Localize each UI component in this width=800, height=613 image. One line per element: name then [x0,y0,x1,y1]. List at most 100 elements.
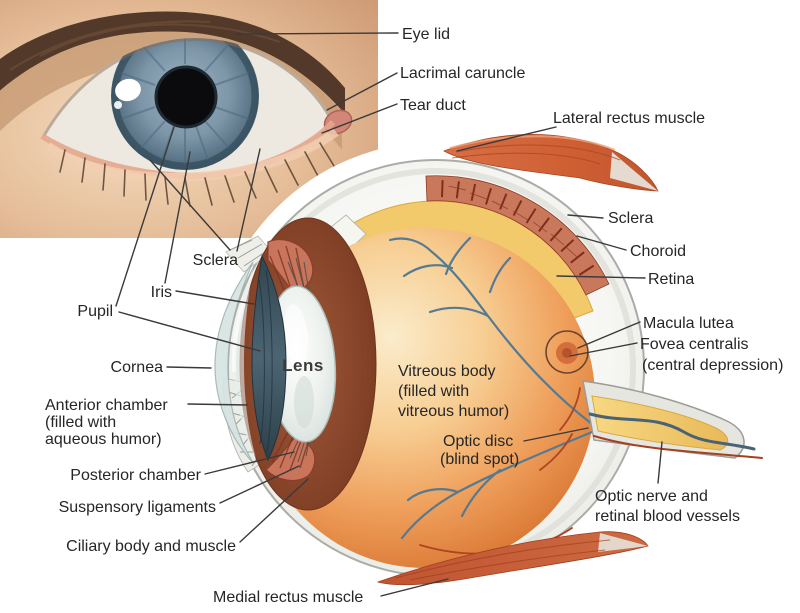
cornea-group [214,261,256,465]
vessel [388,237,434,254]
medial-rectus-fibers [394,539,611,581]
cornea-highlight [231,299,246,373]
label-vitreous-line3: vitreous humor) [398,403,509,420]
iris-section [251,254,287,462]
leader-ciliary-body [239,478,309,543]
medial-rectus-tendon [598,533,648,552]
label-iris: Iris [151,284,172,301]
ciliary-bottom-fibers [271,431,309,471]
suspensory-ligament-fibers [287,257,312,463]
vessel [488,256,512,294]
leader-suspensory-ligaments [219,465,300,504]
leader-tear-duct [321,103,398,134]
leader-sclera-right [567,214,604,219]
leader-cornea [166,366,212,369]
label-tear-duct: Tear duct [400,97,466,114]
leader-lacrimal-caruncle [326,72,398,111]
label-lens: Lens [282,356,324,375]
leader-iris-diagram [175,290,255,305]
vessel [428,306,490,318]
leader-lines [115,32,663,597]
label-pupil: Pupil [77,303,113,320]
photo-eyebrow-hairs [9,20,281,71]
vessel [400,430,594,540]
photo-iris-rim [111,38,259,170]
leader-fovea-centralis [569,342,638,357]
vessel [444,236,472,276]
leader-macula-lutea [577,321,641,349]
photo-pupil [154,65,218,129]
label-sclera-photo: Sclera [193,252,238,269]
label-cornea: Cornea [111,359,164,376]
lens-shade [294,376,314,428]
leader-choroid [576,235,627,251]
label-eye-lid: Eye lid [402,26,450,43]
leader-medial-rectus [380,578,449,597]
label-posterior-chamber: Posterior chamber [70,467,201,484]
retinal-vessels [388,236,594,540]
label-sclera-right: Sclera [608,210,653,227]
label-vitreous-line2: (filled with [398,383,469,400]
vessel [406,488,460,502]
vessel [460,468,502,518]
label-fovea-line1: Fovea centralis [640,336,749,353]
choroid-hatch-cross [448,185,579,259]
lateral-rectus-muscle [443,133,659,192]
label-optic-disc-line2: (blind spot) [440,451,519,468]
lateral-rectus-fibers [451,144,621,165]
choroid-band [425,175,610,296]
photo-iris-group [42,38,333,170]
vessel-red [539,433,573,471]
leader-pupil-diagram [118,311,261,352]
label-macula-lutea: Macula lutea [643,315,734,332]
photo-highlight [115,78,141,102]
label-lacrimal-caruncle: Lacrimal caruncle [400,65,525,82]
optic-nerve-vein [588,412,756,451]
leader-retina [556,275,646,279]
lateral-rectus-highlight [449,135,616,151]
label-retina: Retina [648,271,694,288]
photo-lower-lashes [59,142,335,207]
text-labels: Eye lid Lacrimal caruncle Tear duct Late… [45,26,783,606]
label-choroid: Choroid [630,243,686,260]
ciliary-top-fibers [269,245,305,291]
label-anterior-line3: aqueous humor) [45,431,162,448]
label-lateral-rectus: Lateral rectus muscle [553,110,705,127]
vessel [430,250,594,426]
label-vitreous-line1: Vitreous body [398,363,496,380]
label-suspensory-ligaments: Suspensory ligaments [59,499,216,516]
medial-rectus-muscle [376,531,649,586]
label-optic-nerve-line2: retinal blood vessels [595,508,740,525]
leader-sclera-photo-a [149,159,231,251]
optic-nerve-group [582,380,763,459]
iris-shape [251,254,287,462]
label-anterior-line2: (filled with [45,414,116,431]
leader-pupil-photo [115,126,175,307]
lens-highlight [283,304,309,368]
photo-upper-lash-line [42,38,333,138]
leader-optic-disc [523,427,589,442]
eye-photo [0,0,378,238]
label-medial-rectus: Medial rectus muscle [213,589,363,606]
leader-posterior-chamber [204,451,295,475]
leader-lateral-rectus [456,126,557,152]
fovea-centralis-spot [562,348,572,358]
label-fovea-line2: (central depression) [642,357,783,374]
lateral-rectus-body [443,133,659,192]
label-anterior-line1: Anterior chamber [45,397,168,414]
leader-eye-lid [236,32,399,35]
photo-iris-striations [120,38,250,164]
leader-anterior-chamber [187,403,248,406]
lateral-rectus-tendon [610,152,658,191]
photo-highlight-dot [114,101,122,109]
vessel-red [559,387,581,431]
label-optic-disc-line1: Optic disc [443,433,513,450]
label-ciliary-body: Ciliary body and muscle [66,538,236,555]
leader-iris-photo [164,151,191,284]
leader-sclera-photo-b [236,148,261,252]
leader-optic-nerve [657,441,663,484]
iris-streaks [258,269,273,453]
label-optic-nerve-line1: Optic nerve and [595,488,708,505]
